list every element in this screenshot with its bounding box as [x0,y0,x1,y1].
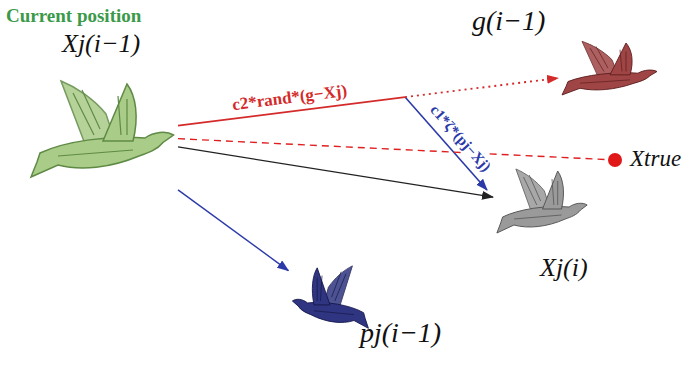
position-label: Xj(i−1) [62,30,140,59]
global-best-arrow [178,78,558,126]
update-arrow [178,147,493,197]
bird-illustration [290,262,370,340]
bird-illustration [495,165,590,245]
position-label: pj(i−1) [360,318,441,349]
particle-current: Current positionXj(i−1) [28,75,178,195]
connector-segment [178,190,288,271]
position-label: Xj(i) [540,254,588,283]
velocity-component-label: c1*ζ*(pj−Xj) [426,101,496,177]
personal-best-arrow [178,190,288,271]
title-label: Current position [6,6,141,27]
particle-new: Xj(i) [495,165,590,245]
bird-illustration [560,38,660,105]
target-direction-line [178,139,605,160]
position-label: Xtrue [630,146,681,171]
connector-segment [178,147,493,197]
true-target: Xtrue [607,152,623,168]
position-label: g(i−1) [472,6,545,37]
connector-segment [405,78,558,97]
target-dot [607,152,623,168]
edge-label: c2*rand*(g−Xj) [230,82,351,115]
particle-global-best: g(i−1) [560,38,660,105]
particle-personal-best: pj(i−1) [290,262,370,340]
bird-illustration [28,75,178,195]
connector-segment [178,139,605,160]
